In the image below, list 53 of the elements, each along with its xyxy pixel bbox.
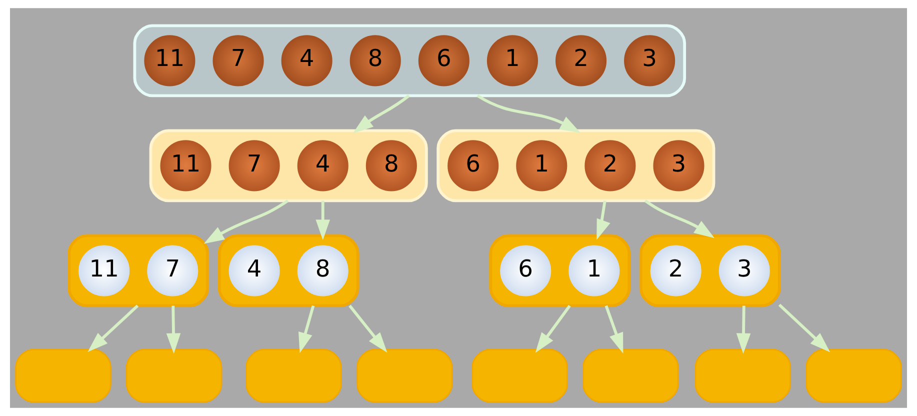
node-circle: 3 [622, 34, 677, 88]
arrow [352, 94, 410, 134]
node-circle: 7 [146, 244, 200, 298]
node-circle: 8 [364, 138, 418, 193]
arrow [778, 304, 830, 352]
cluster [436, 129, 716, 202]
node-box [694, 348, 792, 403]
node-circle: 3 [652, 138, 706, 193]
arrow [535, 304, 571, 353]
node-circle: 1 [485, 34, 540, 88]
arrow [476, 94, 580, 133]
node-circle: 1 [567, 244, 622, 298]
node-circle: 11 [77, 244, 132, 298]
node-box [126, 348, 222, 403]
arrow [596, 200, 610, 240]
node-circle: 6 [446, 138, 500, 193]
node-circle: 4 [227, 244, 282, 298]
node-circle: 7 [211, 34, 266, 88]
node-circle: 4 [280, 34, 334, 88]
arrow [204, 200, 289, 244]
arrow [88, 304, 139, 352]
node-circle: 8 [296, 244, 350, 298]
cluster [639, 234, 781, 308]
arrow [644, 200, 715, 238]
node-circle: 4 [296, 138, 350, 193]
node-circle: 8 [348, 34, 402, 88]
cluster [489, 234, 631, 308]
node-circle: 1 [514, 138, 569, 193]
node-circle: 3 [717, 244, 772, 298]
node-box [806, 348, 902, 403]
node-box [472, 348, 568, 403]
node-circle: 6 [498, 244, 553, 298]
node-circle: 7 [227, 138, 282, 193]
node-circle: 2 [648, 244, 703, 298]
cluster [68, 234, 210, 308]
arrow [604, 305, 624, 354]
node-circle: 11 [142, 34, 197, 88]
node-circle: 11 [158, 138, 213, 193]
node-circle: 2 [583, 138, 638, 193]
cluster [149, 129, 428, 202]
node-box [356, 348, 453, 403]
node-box [582, 348, 679, 403]
node-box [246, 348, 342, 403]
cluster [218, 234, 360, 308]
node-circle: 6 [416, 34, 471, 88]
arrow [316, 200, 330, 240]
node-circle: 2 [554, 34, 608, 88]
node-box [15, 348, 112, 403]
arrow [348, 304, 388, 353]
cluster [133, 24, 686, 98]
arrow [736, 306, 751, 354]
arrow [166, 306, 181, 354]
arrow [298, 305, 315, 354]
